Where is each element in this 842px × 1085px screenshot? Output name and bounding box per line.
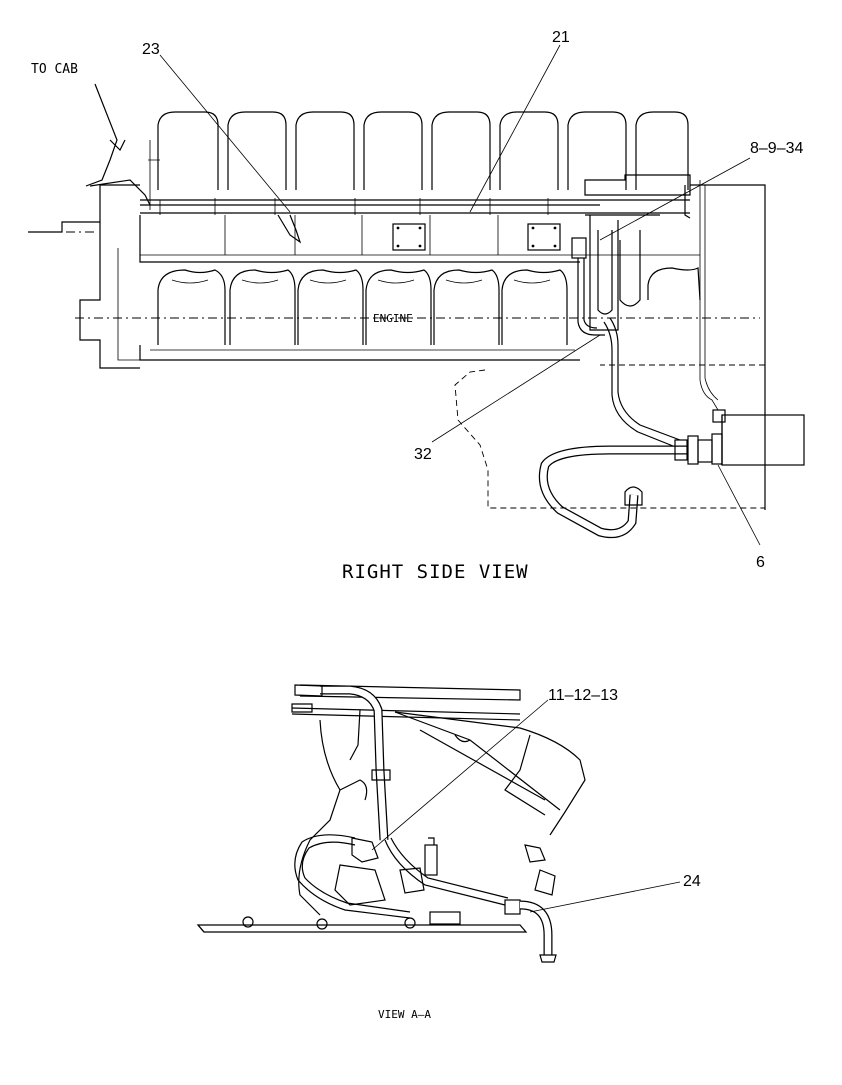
right-side-view-title: RIGHT SIDE VIEW [342, 561, 529, 583]
right-side-view-drawing [28, 44, 805, 546]
callout-24: 24 [683, 873, 701, 890]
callout-6: 6 [756, 554, 765, 571]
to-cab-label: TO CAB [31, 62, 78, 77]
cylinder-head-covers [148, 111, 689, 210]
lower-side-covers [139, 267, 701, 361]
callout-8-9-34: 8–9–34 [750, 140, 803, 157]
callout-23: 23 [142, 41, 160, 58]
callout-11-12-13: 11–12–13 [548, 687, 618, 704]
view-a-a-drawing [196, 684, 681, 963]
callout-21: 21 [552, 29, 570, 46]
view-a-a-title: VIEW A–A [378, 1008, 431, 1021]
callout-32: 32 [414, 446, 432, 463]
engine-label: ENGINE [373, 312, 413, 325]
